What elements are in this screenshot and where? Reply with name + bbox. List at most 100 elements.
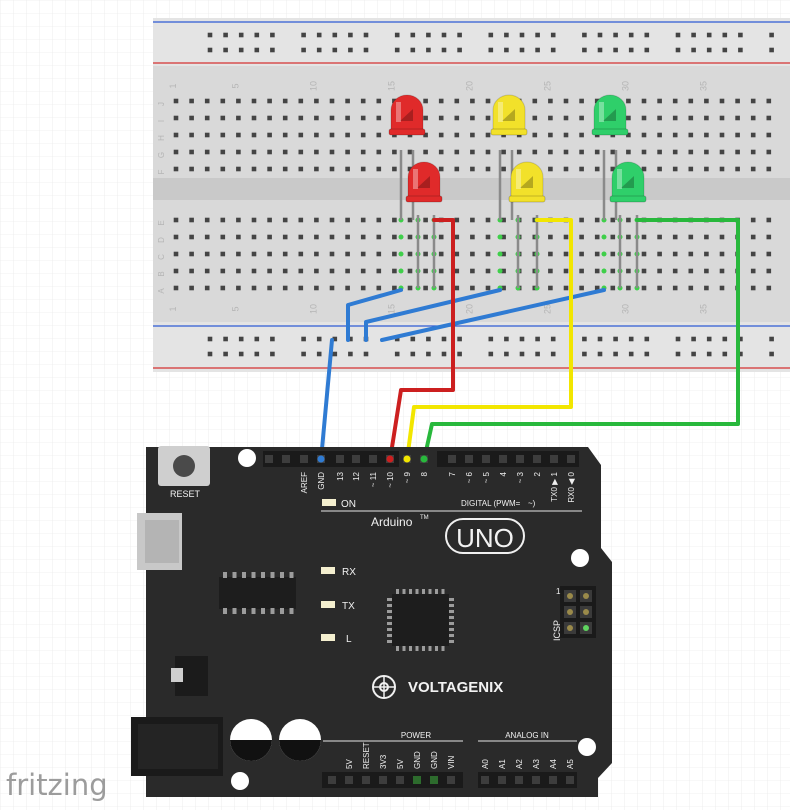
tx-label: TX xyxy=(342,601,355,612)
header-socket xyxy=(482,455,490,463)
mcu-pin xyxy=(387,622,392,625)
breadboard-hole xyxy=(579,251,584,257)
breadboard-hole xyxy=(501,234,506,240)
breadboard-hole xyxy=(329,115,335,121)
power-rail-hole xyxy=(675,47,681,53)
breadboard-hole xyxy=(189,217,194,223)
breadboard-hole xyxy=(329,149,335,155)
breadboard-hole xyxy=(345,285,350,291)
breadboard-hole xyxy=(173,149,179,155)
breadboard-hole xyxy=(407,166,413,172)
row-label: A xyxy=(157,288,166,294)
power-rail-hole xyxy=(270,351,275,357)
header-socket xyxy=(369,455,377,463)
digital-pin-label: 8 xyxy=(420,471,429,476)
power-rail-hole xyxy=(441,336,447,342)
power-rail-hole xyxy=(550,47,556,53)
on-label: ON xyxy=(341,499,356,510)
breadboard-hole xyxy=(641,234,647,240)
breadboard-hole xyxy=(360,98,366,104)
power-rail-hole xyxy=(504,32,509,38)
breadboard-hole xyxy=(750,251,756,257)
breadboard-hole xyxy=(579,234,584,240)
digital-pin-label: GND xyxy=(317,472,326,490)
breadboard-hole xyxy=(501,251,506,257)
power-rail-hole xyxy=(691,336,696,342)
header-pin-connected xyxy=(420,455,428,463)
column-number-top: 15 xyxy=(386,81,396,91)
breadboard-hole xyxy=(220,98,226,104)
icsp-pin xyxy=(567,609,573,615)
breadboard-hole xyxy=(360,234,366,240)
mcu-pin xyxy=(449,598,454,601)
header-pin-connected xyxy=(403,455,411,463)
mount-hole-bottom-right xyxy=(578,738,596,756)
breadboard-hole xyxy=(251,251,257,257)
breadboard-hole xyxy=(548,166,553,172)
breadboard-hole xyxy=(267,115,272,121)
power-rail-hole xyxy=(301,47,306,53)
reset-button-cap[interactable] xyxy=(173,455,195,477)
row-label: J xyxy=(157,102,166,106)
leds xyxy=(388,94,647,203)
breadboard-hole xyxy=(189,166,194,172)
chip-pin xyxy=(251,572,256,578)
power-rail-hole xyxy=(675,336,681,342)
column-number-bottom: 10 xyxy=(308,304,318,314)
breadboard-hole xyxy=(204,98,210,104)
column-number-top: 10 xyxy=(308,81,318,91)
power-rail-hole xyxy=(426,32,431,38)
breadboard-hole xyxy=(672,149,678,155)
header-socket xyxy=(328,776,336,784)
breadboard-hole xyxy=(750,149,756,155)
digital-pin-label: ~ 10 xyxy=(386,471,395,487)
breadboard-hole xyxy=(626,217,631,223)
capacitor-2 xyxy=(279,719,321,761)
power-rail-hole xyxy=(223,351,228,357)
breadboard-hole xyxy=(173,98,179,104)
breadboard-hole xyxy=(563,234,569,240)
power-rail-hole xyxy=(582,47,587,53)
header-socket xyxy=(396,776,404,784)
row-label: B xyxy=(157,271,166,276)
breadboard-hole xyxy=(423,149,428,155)
breadboard-hole xyxy=(626,268,631,274)
breadboard-hole xyxy=(267,132,272,138)
breadboard-hole xyxy=(610,251,616,257)
breadboard-hole xyxy=(501,166,506,172)
breadboard-hole xyxy=(672,132,678,138)
row-label: F xyxy=(157,169,166,174)
breadboard-hole xyxy=(314,166,319,172)
arduino-pcb xyxy=(146,447,612,797)
arduino-board: RESET ON RX TX L xyxy=(131,446,612,797)
power-rail-hole xyxy=(223,32,228,38)
mount-hole-top xyxy=(238,449,256,467)
digital-pin-label: 4 xyxy=(499,471,508,476)
breadboard-hole xyxy=(423,217,428,223)
row-label: E xyxy=(157,220,166,225)
breadboard-hole xyxy=(282,149,288,155)
analog-pin-label: A0 xyxy=(481,759,490,769)
breadboard-hole xyxy=(407,285,413,291)
gnd-wire-yellow-led xyxy=(364,288,502,342)
breadboard-hole xyxy=(750,217,756,223)
power-rail-hole xyxy=(706,336,712,342)
breadboard-hole xyxy=(719,98,725,104)
digital-pin-label: 2 xyxy=(533,471,542,476)
breadboard-hole xyxy=(423,98,428,104)
power-rail-hole xyxy=(613,47,618,53)
breadboard-hole xyxy=(298,115,304,121)
breadboard-hole xyxy=(532,149,538,155)
header-socket xyxy=(448,455,456,463)
breadboard-hole xyxy=(485,149,491,155)
breadboard-hole xyxy=(360,285,366,291)
power-pin-label: GND xyxy=(413,751,422,769)
breadboard-hole xyxy=(360,217,366,223)
breadboard-hole xyxy=(470,132,475,138)
header-socket xyxy=(498,776,506,784)
breadboard-hole xyxy=(189,149,194,155)
power-rail-hole xyxy=(410,47,416,53)
header-socket xyxy=(533,455,541,463)
power-rail-hole xyxy=(348,351,353,357)
breadboard-hole xyxy=(672,285,678,291)
